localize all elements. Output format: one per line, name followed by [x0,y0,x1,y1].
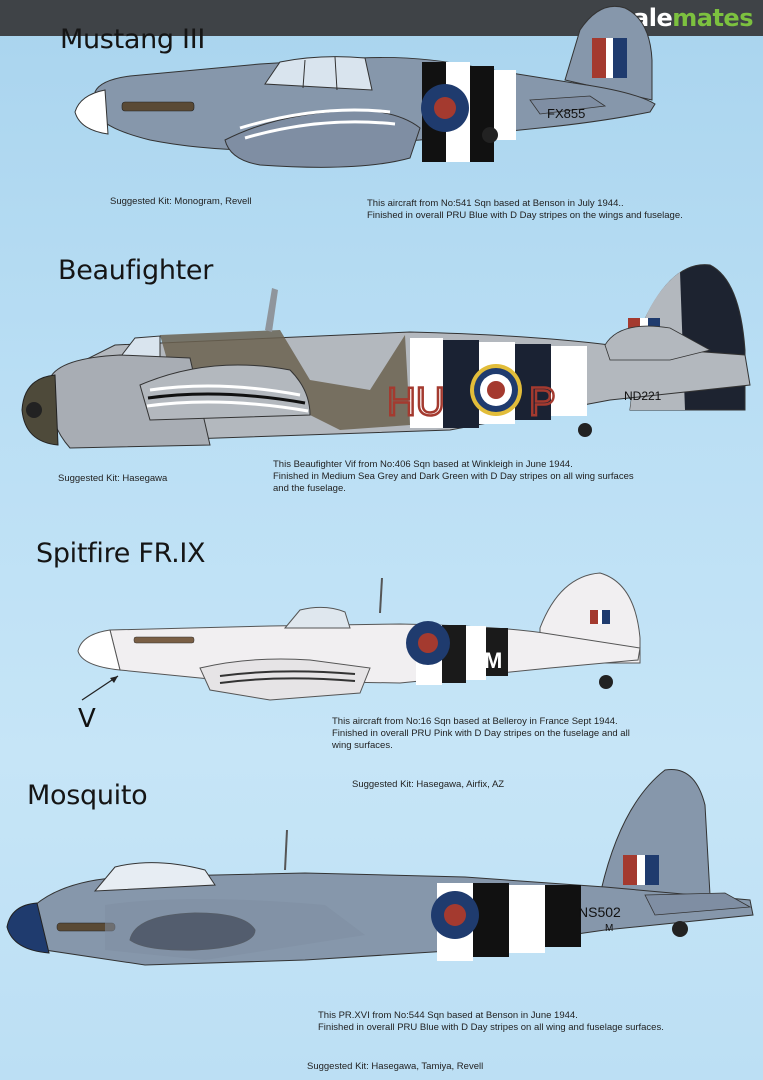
pointer-label: V [78,704,96,734]
mosquito-code: M [605,923,613,934]
mustang-serial: FX855 [547,106,585,121]
beaufighter-code-left: HU [387,380,445,424]
spitfire-caption-line-1: This aircraft from No:16 Sqn based at Be… [332,716,618,727]
mustang-kit: Suggested Kit: Monogram, Revell [110,196,252,207]
mosquito-caption-line-1: This PR.XVI from No:544 Sqn based at Ben… [318,1010,578,1021]
pointer-arrow [81,675,119,701]
mosquito-kit: Suggested Kit: Hasegawa, Tamiya, Revell [307,1061,484,1072]
spitfire-caption-line-3: wing surfaces. [332,740,393,751]
beaufighter-kit: Suggested Kit: Hasegawa [58,473,168,484]
aircraft-title-mosquito: Mosquito [27,780,148,811]
spitfire-illustration: M [77,572,641,701]
mustang-illustration: FX855 [74,5,656,168]
mosquito-serial: NS502 [578,904,621,920]
mustang-caption-line-2: Finished in overall PRU Blue with D Day … [367,210,683,221]
mustang-caption: This aircraft from No:541 Sqn based at B… [367,198,683,222]
logo-text-mates: mates [672,4,753,32]
mosquito-caption-line-2: Finished in overall PRU Blue with D Day … [318,1022,664,1033]
mustang-caption-line-1: This aircraft from No:541 Sqn based at B… [367,198,624,209]
beaufighter-caption: This Beaufighter Vif from No:406 Sqn bas… [273,459,634,495]
beaufighter-caption-line-2: Finished in Medium Sea Grey and Dark Gre… [273,471,634,482]
mosquito-illustration: NS502 M [6,768,754,966]
aircraft-title-mustang: Mustang III [60,24,206,55]
beaufighter-serial: ND221 [624,389,662,403]
aircraft-title-beaufighter: Beaufighter [58,255,214,286]
beaufighter-caption-line-3: and the fuselage. [273,483,346,494]
beaufighter-illustration: HU P ND221 [21,264,751,449]
spitfire-caption: This aircraft from No:16 Sqn based at Be… [332,716,630,752]
spitfire-caption-line-2: Finished in overall PRU Pink with D Day … [332,728,630,739]
aircraft-title-spitfire: Spitfire FR.IX [36,538,206,569]
spitfire-kit: Suggested Kit: Hasegawa, Airfix, AZ [352,779,505,790]
beaufighter-code-right: P [529,380,556,424]
spitfire-code: M [484,648,502,673]
beaufighter-caption-line-1: This Beaufighter Vif from No:406 Sqn bas… [273,459,573,470]
mosquito-caption: This PR.XVI from No:544 Sqn based at Ben… [318,1010,664,1034]
